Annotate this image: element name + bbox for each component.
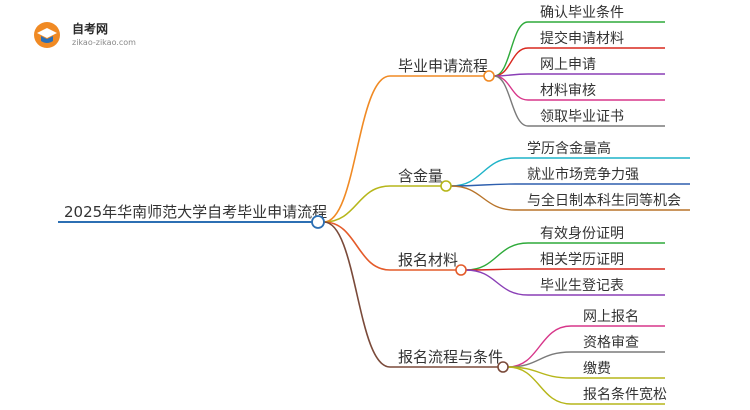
leaf-node[interactable]: 与全日制本科生同等机会	[527, 192, 681, 209]
leaf-node[interactable]: 网上报名	[583, 309, 639, 325]
branch-edge-process	[323, 221, 391, 368]
graduation-cap-icon	[34, 22, 60, 48]
leaf-node[interactable]: 提交申请材料	[540, 30, 624, 47]
leaf-node[interactable]: 缴费	[583, 361, 611, 377]
collapse-toggle-process[interactable]	[497, 361, 509, 373]
collapse-toggle-materials[interactable]	[455, 264, 467, 276]
logo-url: zikao-zikao.com	[72, 38, 136, 47]
leaf-edge	[450, 157, 516, 187]
leaf-edge	[465, 242, 529, 271]
branch-materials[interactable]: 报名材料	[398, 251, 458, 269]
branch-process[interactable]: 报名流程与条件	[398, 348, 503, 366]
leaf-node[interactable]: 材料审核	[540, 83, 596, 99]
branch-value[interactable]: 含金量	[398, 167, 443, 185]
leaf-node[interactable]: 相关学历证明	[540, 252, 624, 268]
collapse-toggle-value[interactable]	[440, 180, 452, 192]
leaf-edge	[493, 47, 529, 77]
leaf-node[interactable]: 学历含金量高	[527, 140, 611, 157]
leaf-node[interactable]: 就业市场竞争力强	[527, 166, 639, 183]
leaf-edge	[493, 75, 529, 101]
branch-edge-value	[323, 185, 391, 223]
leaf-edge	[493, 75, 529, 127]
leaf-node[interactable]: 毕业生登记表	[540, 278, 624, 294]
leaf-node[interactable]: 网上申请	[540, 57, 596, 73]
leaf-edge	[465, 269, 529, 296]
site-logo[interactable]: 自考网 zikao-zikao.com	[32, 18, 152, 52]
leaf-node[interactable]: 确认毕业条件	[540, 4, 624, 21]
branch-edge-materials	[323, 221, 391, 271]
branch-graduation-apply[interactable]: 毕业申请流程	[398, 57, 488, 75]
leaf-node[interactable]: 资格审查	[583, 335, 639, 351]
logo-name: 自考网	[72, 22, 109, 36]
leaf-edge	[507, 366, 572, 405]
root-topic[interactable]: 2025年华南师范大学自考毕业申请流程	[64, 203, 327, 221]
leaf-edge	[450, 185, 516, 211]
leaf-node[interactable]: 领取毕业证书	[540, 109, 624, 125]
leaf-edge	[507, 351, 572, 368]
collapse-toggle-root[interactable]	[311, 215, 325, 229]
leaf-node[interactable]: 报名条件宽松	[583, 386, 667, 403]
leaf-edge	[507, 325, 572, 368]
branch-edge-graduation-apply	[323, 75, 391, 223]
collapse-toggle-graduation-apply[interactable]	[483, 70, 495, 82]
leaf-node[interactable]: 有效身份证明	[540, 226, 624, 242]
